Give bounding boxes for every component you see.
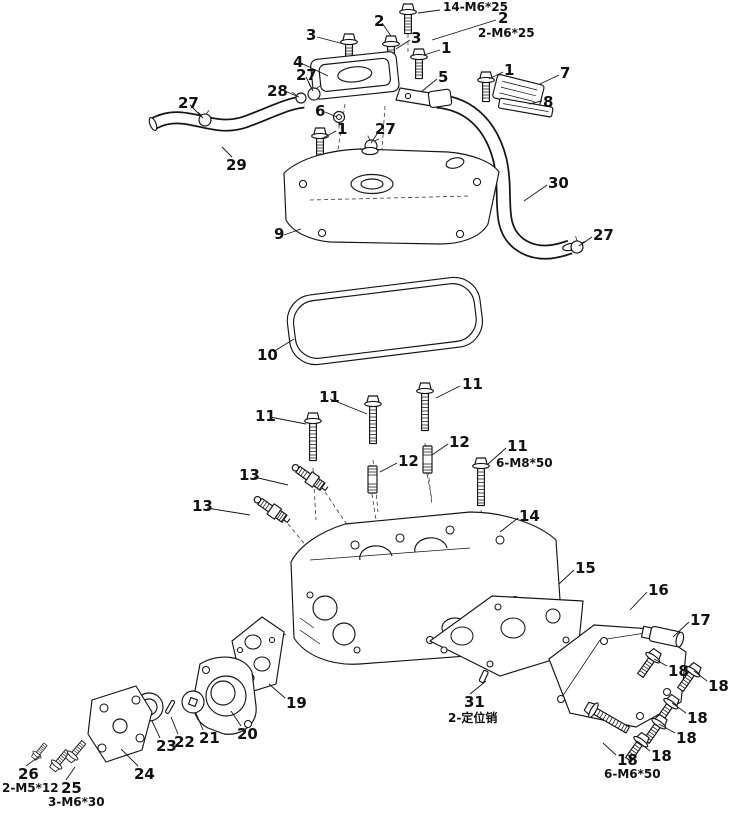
o-ring-part	[291, 91, 307, 104]
leader-line	[431, 19, 497, 41]
pin-part	[164, 699, 176, 714]
leader-line	[602, 742, 617, 756]
leader-line	[381, 22, 392, 37]
leader-line	[636, 740, 651, 752]
leader-line	[151, 720, 161, 739]
inner-rotor-part	[181, 690, 205, 714]
leader-line	[629, 591, 648, 611]
leader-line	[431, 443, 449, 456]
leader-line	[423, 49, 441, 56]
leader-line	[170, 716, 179, 735]
leader-line	[268, 683, 286, 699]
valve-cover-part	[283, 146, 500, 245]
breather-cover-part	[310, 51, 400, 100]
leader-line	[370, 130, 380, 144]
leader-line	[539, 74, 560, 85]
breather-tube-part	[148, 95, 305, 132]
leader-line	[120, 748, 139, 767]
leader-line	[269, 416, 307, 425]
leader-line	[578, 236, 593, 247]
leader-line	[420, 78, 438, 93]
leader-line	[25, 754, 42, 767]
leader-line	[693, 670, 708, 682]
valve-cover-gasket-part	[286, 276, 484, 366]
leader-line	[65, 766, 76, 781]
leader-line	[283, 228, 302, 236]
fitting-part	[640, 625, 685, 648]
manifold-gasket-part	[429, 595, 584, 677]
baffle-plate-part	[498, 97, 554, 118]
leader-line	[230, 710, 242, 727]
leader-line	[435, 385, 461, 399]
leader-line	[302, 63, 329, 77]
leader-line	[272, 338, 295, 353]
leader-line	[417, 9, 441, 14]
leader-line	[499, 517, 519, 533]
leader-line	[379, 462, 398, 473]
leader-line	[671, 702, 687, 714]
leader-line	[329, 398, 368, 415]
leader-line	[658, 723, 676, 734]
leader-line	[221, 146, 233, 158]
leader-line	[189, 104, 204, 119]
leader-line	[488, 71, 504, 80]
pump-cover-part	[87, 685, 153, 763]
leader-line	[324, 111, 338, 118]
leader-line	[558, 569, 575, 585]
leader-line	[284, 90, 300, 98]
leader-line	[672, 621, 690, 638]
leader-line	[253, 476, 289, 486]
leader-line	[523, 184, 548, 202]
leader-line	[487, 447, 507, 465]
leader-line	[322, 130, 337, 139]
leader-line	[305, 76, 314, 92]
leader-line	[395, 39, 411, 50]
leader-line	[653, 658, 668, 667]
leader-line	[195, 712, 204, 731]
breather-tube-part	[427, 88, 578, 260]
oil-pump-body-part	[192, 656, 257, 735]
leader-line	[528, 100, 543, 105]
leader-line	[469, 680, 487, 695]
grommet-part	[332, 110, 346, 129]
leader-line	[206, 507, 251, 516]
leader-line	[316, 36, 345, 45]
